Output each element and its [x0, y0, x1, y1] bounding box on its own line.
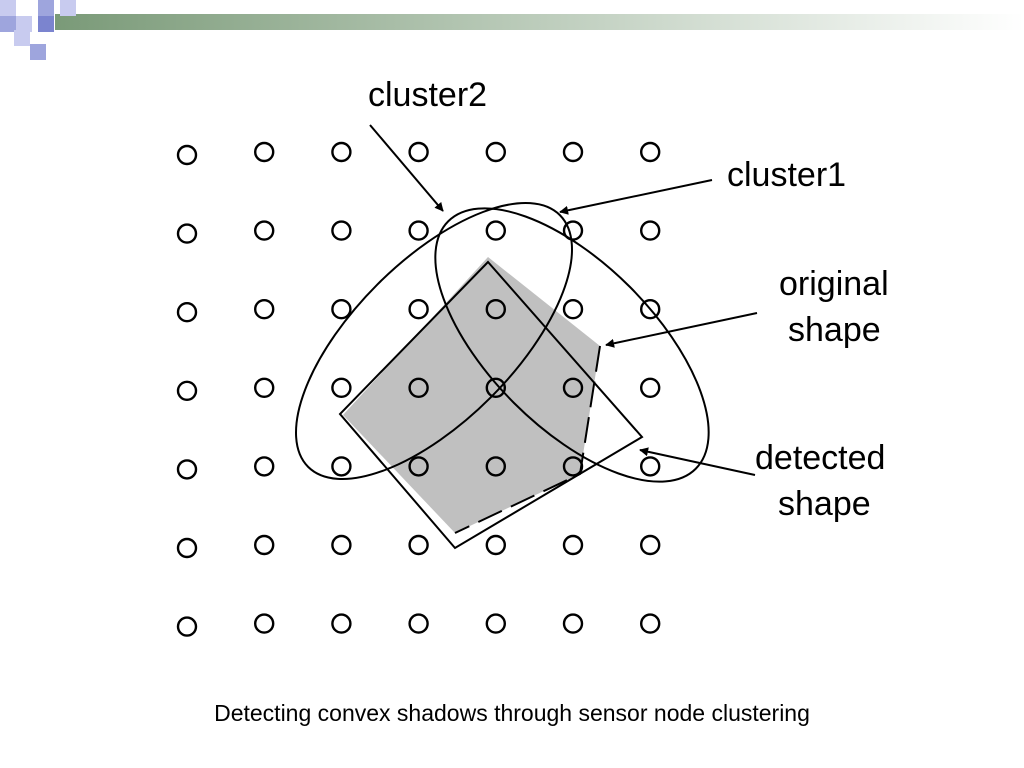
sensor-node [176, 616, 198, 637]
cluster2-arrow [369, 124, 444, 212]
sensor-node [408, 456, 429, 477]
corner-square [0, 16, 16, 32]
sensor-node [485, 220, 506, 241]
cluster1-ellipse [295, 202, 573, 480]
sensor-node [640, 299, 661, 320]
corner-square [38, 0, 54, 16]
sensor-node [408, 613, 429, 634]
detected-shape-label-line1: detected [755, 439, 885, 477]
original-shape [343, 257, 600, 533]
slide-header [0, 0, 1024, 60]
sensor-node [562, 613, 584, 634]
sensor-node [254, 534, 275, 556]
cluster2-ellipse [434, 207, 710, 483]
sensor-node [408, 299, 429, 320]
sensor-node [640, 220, 661, 241]
sensor-node [254, 220, 275, 241]
sensor-node [640, 534, 661, 556]
header-bar [55, 14, 1024, 30]
sensor-node [562, 299, 584, 320]
sensor-node [254, 613, 275, 634]
sensor-node [408, 220, 429, 241]
sensor-node [331, 613, 352, 634]
corner-square [16, 16, 32, 32]
cluster2-label: cluster2 [368, 76, 487, 114]
corner-square [16, 0, 32, 16]
sensor-node [640, 141, 661, 163]
sensor-node [176, 144, 198, 166]
sensor-node [485, 141, 506, 163]
slide-caption: Detecting convex shadows through sensor … [214, 700, 810, 726]
sensor-node [331, 141, 352, 163]
original-shape-arrow [605, 312, 758, 348]
sensor-node [408, 377, 429, 398]
sensor-node [176, 223, 198, 244]
sensor-node [254, 299, 275, 320]
cluster1-label: cluster1 [727, 156, 846, 194]
sensor-node [640, 613, 661, 634]
sensor-node [176, 380, 198, 401]
original-shape-label-line2: shape [788, 311, 881, 349]
sensor-node [640, 377, 661, 398]
sensor-node [331, 299, 352, 320]
sensor-node [331, 377, 352, 398]
sensor-node [562, 534, 584, 556]
sensor-node [331, 534, 352, 556]
sensor-node [331, 456, 352, 477]
corner-square [30, 44, 46, 60]
sensor-node [485, 534, 506, 556]
sensor-node [176, 302, 198, 323]
sensor-node-grid [176, 141, 661, 637]
sensor-node [562, 456, 584, 477]
sensor-node [485, 299, 506, 320]
sensor-node [176, 537, 198, 559]
sensor-node [562, 141, 584, 163]
sensor-node [254, 141, 275, 163]
corner-square [14, 30, 30, 46]
detected-shape-arrow [639, 447, 756, 476]
sensor-node [254, 377, 275, 398]
detected-shape [338, 260, 644, 550]
corner-square [0, 0, 16, 16]
sensor-node [254, 456, 275, 477]
sensor-node [408, 141, 429, 163]
original-shape-label-line1: original [779, 265, 889, 303]
corner-square [60, 0, 76, 16]
corner-square [38, 16, 54, 32]
sensor-node [485, 456, 506, 477]
sensor-node [408, 534, 429, 556]
sensor-node [485, 613, 506, 634]
cluster1-arrow [559, 179, 713, 215]
detected-shape-label-line2: shape [778, 485, 871, 523]
sensor-node [331, 220, 352, 241]
sensor-node [176, 459, 198, 480]
sensor-node [562, 377, 584, 398]
sensor-node [640, 456, 661, 477]
sensor-node [485, 377, 506, 398]
